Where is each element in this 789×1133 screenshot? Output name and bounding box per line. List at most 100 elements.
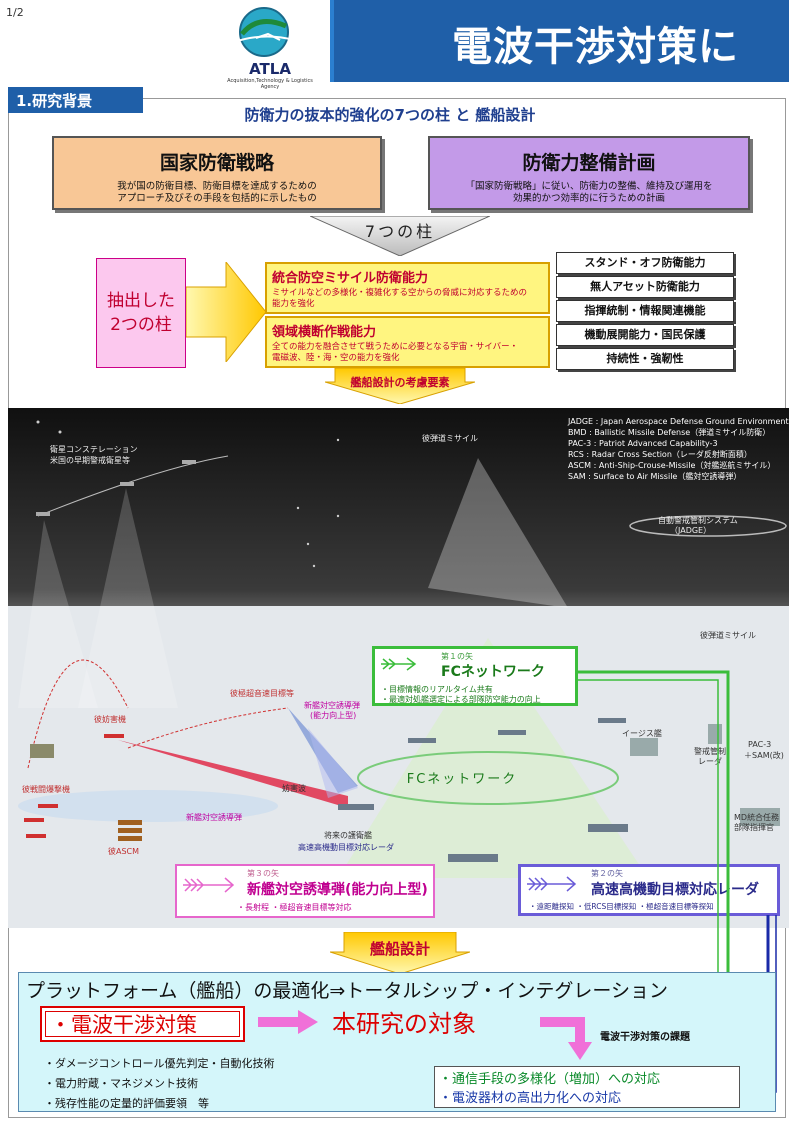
pillar-1-title: 統合防空ミサイル防衛能力 <box>272 271 429 286</box>
arrow-icon <box>381 657 417 671</box>
atla-logo-icon <box>233 7 295 57</box>
pink-right-arrow-icon <box>258 1010 318 1034</box>
issues-box: ・通信手段の多様化（増加）への対応 ・電波器材の高出力化への対応 <box>434 1066 740 1108</box>
first-arrow-bullet-2: ・最適対処艦選定による部隊防空能力の向上 <box>381 695 541 704</box>
pac3-label: PAC-3 <box>748 740 772 749</box>
right-arrow-icon <box>186 262 266 362</box>
other-tech-list: ・ダメージコントロール優先判定・自動化技術 ・電力貯蔵・マネジメント技術 ・残存… <box>44 1054 274 1114</box>
md-label-1: MD統合任務 <box>734 813 780 822</box>
ascm-label: 彼ASCM <box>108 847 140 856</box>
research-object-text: 本研究の対象 <box>332 1010 476 1038</box>
first-arrow-bullet-1: ・目標情報のリアルタイム共有 <box>381 685 493 694</box>
new-missile-low-label: 新艦対空誘導弾 <box>186 813 242 822</box>
satellite-label-2: 米国の早期警戒衛星等 <box>50 456 130 465</box>
ship-design-label: 艦船設計 <box>369 940 430 958</box>
national-defense-strategy-box: 国家防衛戦略 我が国の防衛目標、防衛目標を達成するための アプローチ及びその手段… <box>52 136 382 210</box>
second-arrow-bullet: ・遠距離探知 ・低RCS目標探知 ・極超音速目標等探知 <box>529 902 714 911</box>
pillar-1-desc-1: ミサイルなどの多様化・複雑化する空からの脅威に対応するための <box>272 288 528 298</box>
pillar-item: 持続性・強靭性 <box>556 348 734 370</box>
pillar-item: 指揮統制・情報関連機能 <box>556 300 734 322</box>
first-arrow-label: 第１の矢 <box>441 652 473 661</box>
third-arrow-title: 新艦対空誘導弾(能力向上型) <box>247 882 428 898</box>
hypersonic-label: 彼極超音速目標等 <box>230 689 294 698</box>
pink-bent-arrow-icon <box>540 1017 592 1060</box>
jamming-label: 妨害波 <box>282 784 306 793</box>
issue-item-1: ・通信手段の多様化（増加）への対応 <box>439 1072 661 1087</box>
satellite-label-1: 衛星コンステレーション <box>50 445 138 454</box>
extracted-pillars-box: 抽出した 2つの柱 <box>96 258 186 368</box>
jadge-label-1: 自動警戒管制システム <box>658 516 738 525</box>
arrow-icon <box>183 877 235 893</box>
second-arrow-radar-box: 第２の矢 高速高機動目標対応レーダ ・遠距離探知 ・低RCS目標探知 ・極超音速… <box>518 864 780 916</box>
abbreviation-definitions: JADGE : Japan Aerospace Defense Ground E… <box>568 416 789 482</box>
third-arrow-label: 第３の矢 <box>247 869 279 878</box>
buildup-desc-2: 効果的かつ効率的に行うための計画 <box>512 193 665 204</box>
third-arrow-missile-box: 第３の矢 新艦対空誘導弾(能力向上型) ・長射程 ・極超音速目標等対応 <box>175 864 435 918</box>
definition-item: ASCM : Anti-Ship-Crouse-Missile（対艦巡航ミサイル… <box>568 461 776 470</box>
definition-item: PAC-3 : Patriot Advanced Capability-3 <box>568 439 718 448</box>
header-band <box>330 0 789 82</box>
definition-item: BMD : Ballistic Missile Defense（弾道ミサイル防衛… <box>568 428 771 437</box>
first-arrow-title: FCネットワーク <box>441 664 545 680</box>
strategy-desc-1: 我が国の防衛目標、防衛目標を達成するための <box>117 181 317 192</box>
second-arrow-title: 高速高機動目標対応レーダ <box>591 882 759 898</box>
logo-subtitle: Acquisition,Technology & Logistics Agenc… <box>227 78 313 90</box>
page-number: 1/2 <box>6 6 24 19</box>
definition-item: RCS : Radar Cross Section（レーダ反射断面積） <box>568 450 752 459</box>
defense-buildup-plan-box: 防衛力整備計画 「国家防衛戦略」に従い、防衛力の整備、維持及び運用を 効果的かつ… <box>428 136 750 210</box>
pillar-1-desc-2: 能力を強化 <box>272 299 315 309</box>
jammer-label: 彼妨害機 <box>94 715 126 724</box>
first-arrow-fc-network-box: 第１の矢 FCネットワーク ・目標情報のリアルタイム共有 ・最適対処艦選定による… <box>372 646 578 706</box>
issue-label: 電波干渉対策の課題 <box>600 1032 690 1043</box>
extracted-line-2: 2つの柱 <box>110 315 172 335</box>
section-label: 1.研究背景 <box>8 87 143 113</box>
issue-item-2: ・電波器材の高出力化への対応 <box>439 1091 622 1106</box>
new-missile-label-2: (能力向上型) <box>310 711 357 720</box>
sam-label: ＋SAM(改) <box>744 751 784 760</box>
md-label-2: 部隊指揮官 <box>734 823 774 832</box>
list-item: ・ダメージコントロール優先判定・自動化技術 <box>44 1057 275 1070</box>
page-title: 電波干渉対策に <box>452 24 739 70</box>
pillar-2-desc-2: 電磁波、陸・海・空の能力を強化 <box>272 353 400 363</box>
definition-item: JADGE : Japan Aerospace Defense Ground E… <box>568 417 789 426</box>
pillar-2-desc-1: 全ての能力を融合させて戦うために必要となる宇宙・サイバー・ <box>272 342 519 352</box>
radar-label-1: 警戒管制 <box>694 747 726 756</box>
extracted-line-1: 抽出した <box>107 291 175 311</box>
list-item: ・電力貯蔵・マネジメント技術 <box>44 1077 198 1090</box>
buildup-desc-1: 「国家防衛戦略」に従い、防衛力の整備、維持及び運用を <box>465 181 713 192</box>
pillar-item: 機動展開能力・国民保護 <box>556 324 734 346</box>
radar-label-2: レーダ <box>698 757 722 766</box>
buildup-title: 防衛力整備計画 <box>522 152 656 174</box>
pillars-label: 7つの柱 <box>364 222 436 241</box>
fc-network-center-label: FCネットワーク <box>406 772 518 787</box>
ship-design-arrow-icon <box>330 932 470 974</box>
new-missile-label-1: 新艦対空誘導弾 <box>304 701 360 710</box>
logo-name: ATLA <box>249 60 291 78</box>
pillar-cross-domain: 領域横断作戦能力 全ての能力を融合させて戦うために必要となる宇宙・サイバー・ 電… <box>265 316 550 368</box>
other-pillars-list: スタンド・オフ防衛能力 無人アセット防衛能力 指揮統制・情報関連機能 機動展開能… <box>556 252 734 372</box>
pillar-air-missile-defense: 統合防空ミサイル防衛能力 ミサイルなどの多様化・複雑化する空からの脅威に対応する… <box>265 262 550 314</box>
pillars-down-arrow-icon <box>310 216 490 256</box>
jadge-label-2: （JADGE） <box>670 526 712 535</box>
ship-factor-label: 艦船設計の考慮要素 <box>350 376 450 389</box>
pillar-item: 無人アセット防衛能力 <box>556 276 734 298</box>
ship-factor-arrow-icon <box>325 368 475 404</box>
pillar-2-title: 領域横断作戦能力 <box>272 325 377 340</box>
second-arrow-label: 第２の矢 <box>591 869 623 878</box>
ballistic-missile-right-label: 彼弾道ミサイル <box>700 631 756 640</box>
arrow-icon <box>527 876 577 892</box>
section-subtitle: 防衛力の抜本的強化の7つの柱 と 艦船設計 <box>244 106 536 124</box>
radio-interference-box: ・電波干渉対策 <box>40 1006 245 1042</box>
fighter-label: 彼戦闘爆撃機 <box>22 785 70 794</box>
definition-item: SAM : Surface to Air Missile（艦対空誘導弾） <box>568 472 742 481</box>
future-ship-label: 将来の護衛艦 <box>324 831 372 840</box>
platform-optimization-text: プラットフォーム（艦船）の最適化⇒トータルシップ・インテグレーション <box>26 980 668 1002</box>
list-item: ・残存性能の定量的評価要領 等 <box>44 1097 209 1110</box>
strategy-title: 国家防衛戦略 <box>159 152 274 174</box>
radio-interference-label: ・電波干渉対策 <box>45 1011 240 1037</box>
radar-target-label: 高速高機動目標対応レーダ <box>298 843 394 852</box>
third-arrow-bullet: ・長射程 ・極超音速目標等対応 <box>237 903 352 912</box>
pillar-item: スタンド・オフ防衛能力 <box>556 252 734 274</box>
aegis-label: イージス艦 <box>622 729 662 738</box>
strategy-desc-2: アプローチ及びその手段を包括的に示したもの <box>117 193 317 204</box>
